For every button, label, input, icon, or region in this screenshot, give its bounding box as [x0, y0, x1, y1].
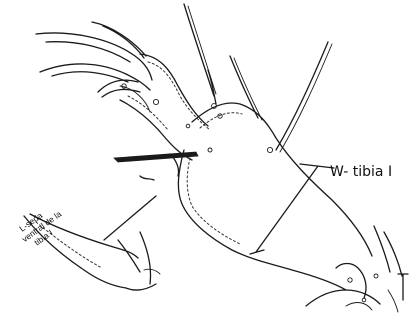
claws: [36, 22, 152, 112]
label-width-tibia: W- tibia I: [330, 164, 392, 180]
dorsal-setae: [184, 4, 332, 152]
ventral-seta: [114, 152, 198, 180]
label-length-seta: L-seda ventral de la tibia I: [14, 201, 69, 253]
lower-right-segment: [306, 226, 408, 312]
tarsus: [120, 54, 210, 160]
width-measure-line: [250, 164, 334, 254]
length-measure-line: [104, 196, 156, 240]
tibia-segment: [178, 103, 372, 290]
